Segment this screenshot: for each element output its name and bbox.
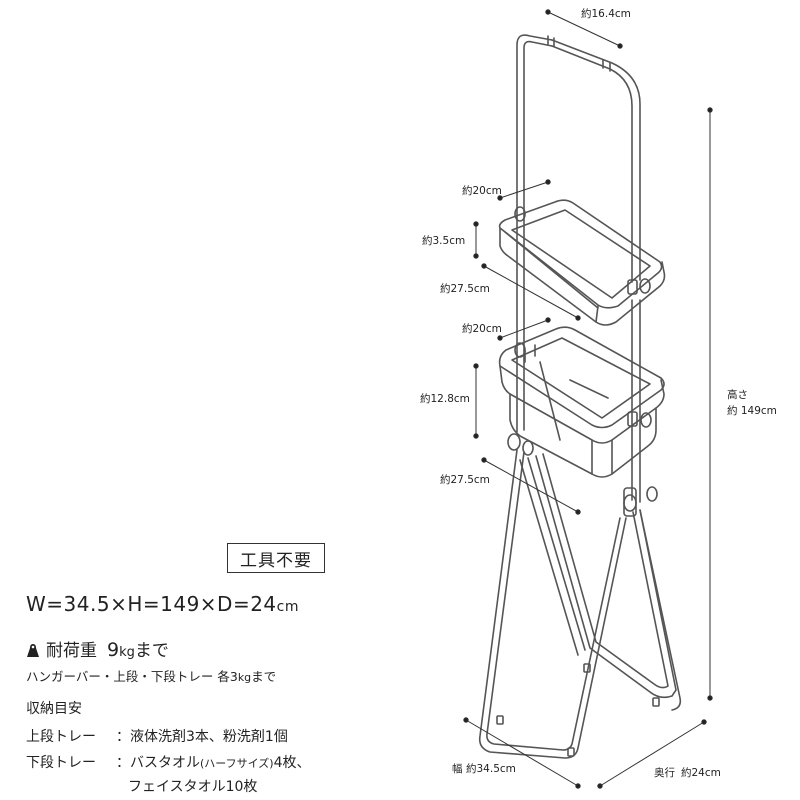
upper-tray-height-label: 約3.5cm [422, 234, 465, 247]
lower-tray-width-label: 約20cm [462, 322, 502, 335]
lower-tray [498, 326, 665, 478]
dimension-text: 約16.4cm 約20cm 約3.5cm 約27.5cm 約20cm 約12.8… [420, 7, 777, 779]
lower-tray-depth-label: 約27.5cm [440, 473, 490, 486]
top-width-label: 約16.4cm [581, 7, 631, 20]
rack-drawing [478, 34, 682, 759]
height-value-label: 約 149cm [727, 404, 777, 417]
base-width-value-label: 約34.5cm [466, 762, 516, 775]
upper-tray-width-label: 約20cm [462, 184, 502, 197]
lower-tray-height-label: 約12.8cm [420, 392, 470, 405]
base-depth-value-label: 約24cm [681, 766, 721, 779]
height-title-label: 高さ [727, 388, 748, 401]
base-width-title-label: 幅 [452, 762, 463, 775]
upper-tray [498, 199, 666, 326]
dimension-lines [463, 9, 713, 789]
base-depth-title-label: 奥行 [654, 766, 675, 779]
upper-tray-depth-label: 約27.5cm [440, 282, 490, 295]
